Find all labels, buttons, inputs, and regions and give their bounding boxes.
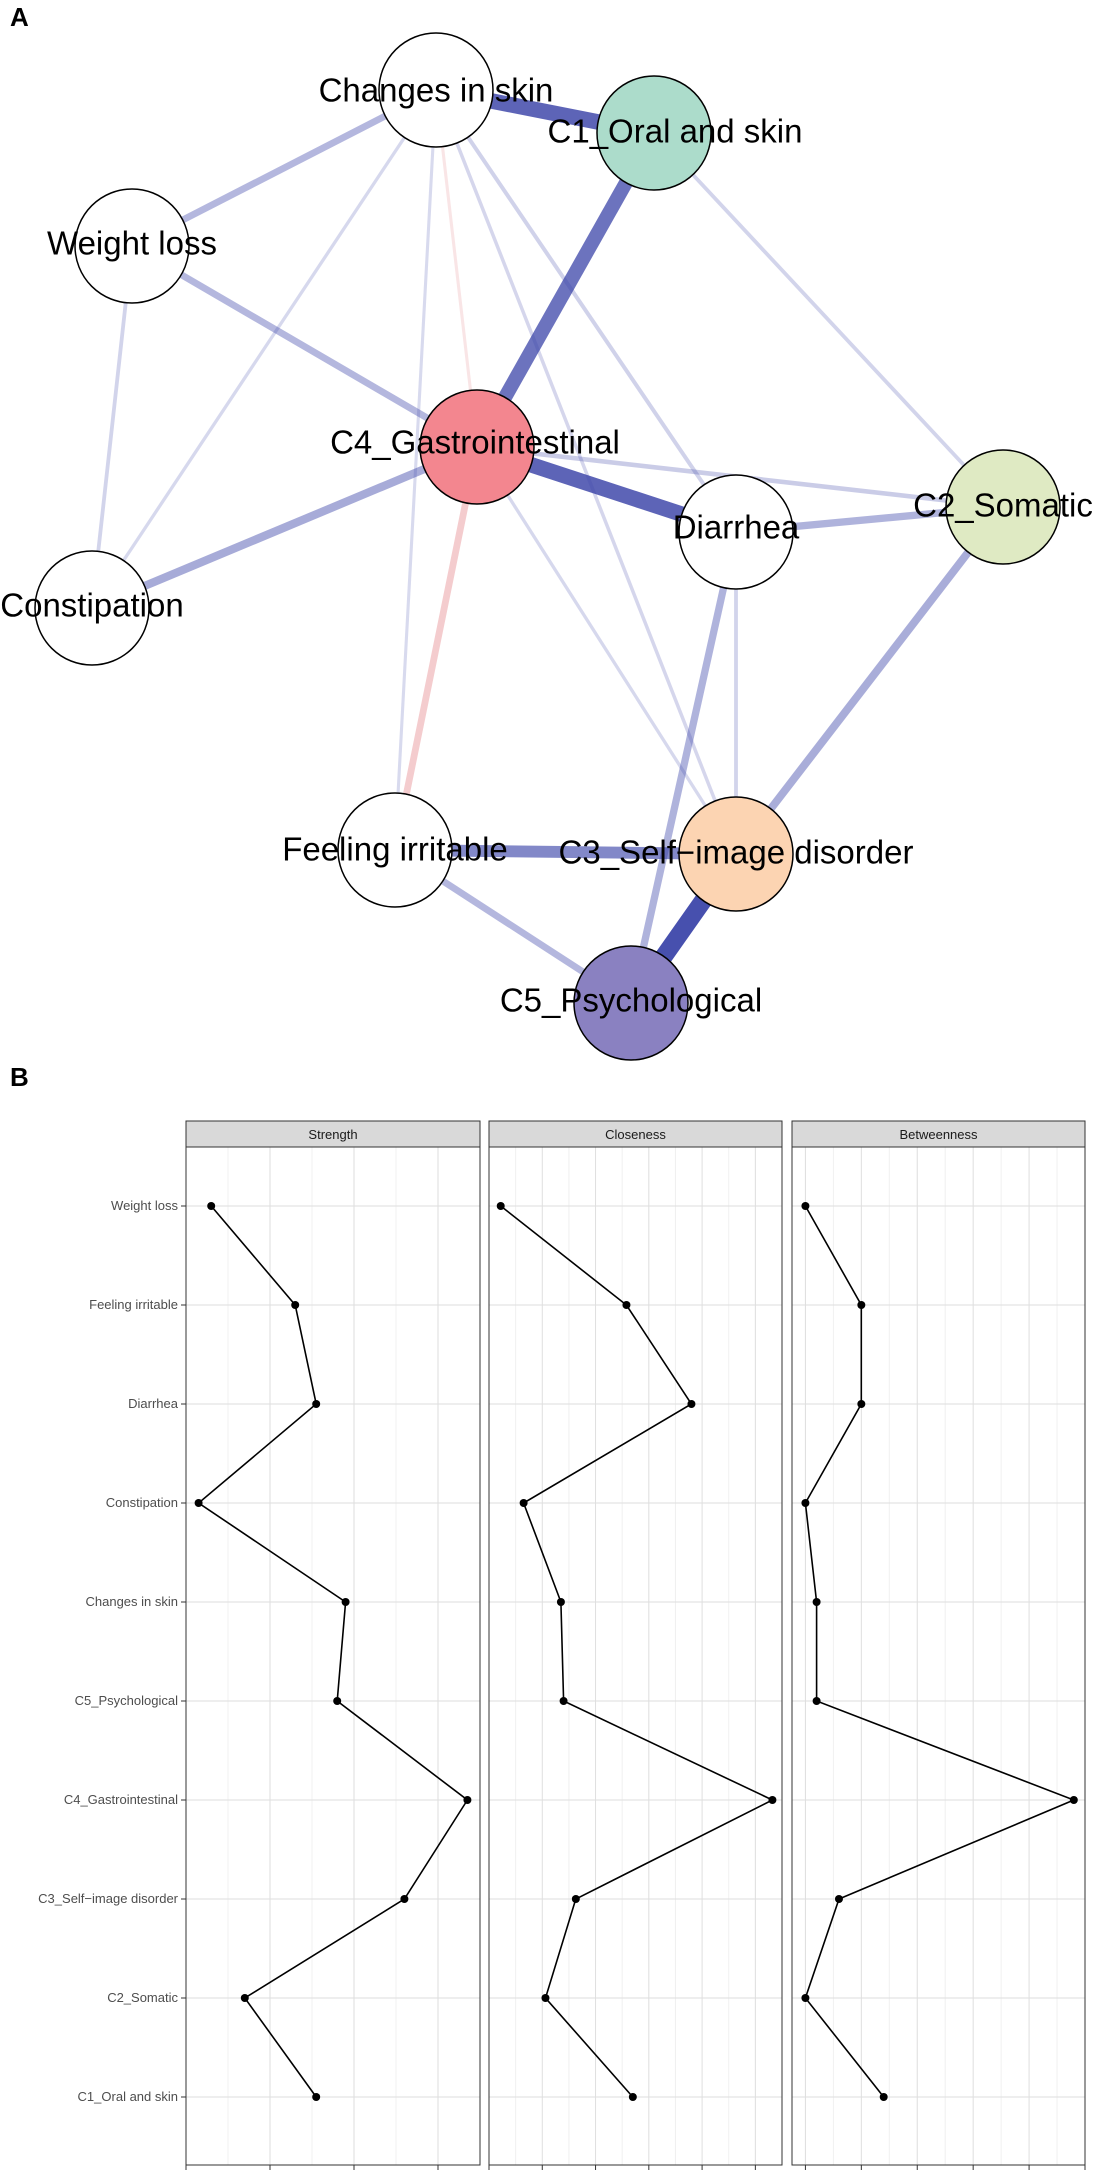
data-point	[857, 1301, 866, 1309]
series-line-strength	[197, 1205, 469, 2098]
node-c3[interactable]	[678, 796, 794, 912]
edge-wl-c4	[130, 243, 479, 450]
facet-strip-label: Strength	[308, 1127, 357, 1142]
node-c5[interactable]	[573, 945, 689, 1061]
panel-label-a: A	[10, 2, 29, 32]
node-label-c1: C1_Oral and skin	[548, 113, 803, 150]
facet-border	[185, 1146, 481, 2166]
node-label-wl: Weight loss	[47, 225, 217, 262]
data-point	[312, 1400, 321, 1408]
edge-skin-c3	[434, 89, 738, 855]
data-point	[571, 1895, 580, 1903]
edge-c2-c3	[732, 504, 1007, 857]
data-point	[628, 2093, 637, 2101]
node-skin[interactable]	[378, 32, 494, 148]
node-label-c5: C5_Psychological	[500, 982, 762, 1019]
facet-strength: Strength0.20.40.60.8	[185, 1120, 481, 2170]
data-point	[519, 1499, 528, 1507]
series-line-betweenness	[804, 1205, 1076, 2098]
edge-c1-c4	[470, 129, 661, 451]
facet-strip	[791, 1120, 1086, 1148]
centrality-plot: C1_Oral and skin C2_Somatic C3_Self−image …	[38, 1120, 1086, 2170]
node-label-c4: C4_Gastrointestinal	[330, 424, 620, 461]
data-point	[687, 1400, 696, 1408]
node-c1[interactable]	[596, 75, 712, 191]
edge-skin-c4	[434, 89, 479, 448]
ytick-label: C1_Oral and skin	[78, 2089, 178, 2104]
ytick-label: C5_Psychological	[75, 1693, 178, 1708]
facet-background	[186, 1147, 480, 2165]
facet-strip-label: Betweenness	[899, 1127, 978, 1142]
edge-c4-con	[90, 443, 479, 612]
data-point	[622, 1301, 631, 1309]
ytick-label: C3_Self−image disorder	[38, 1891, 178, 1906]
ytick-label: Weight loss	[111, 1198, 178, 1213]
data-point	[559, 1697, 568, 1705]
data-point	[400, 1895, 409, 1903]
edge-skin-dia	[434, 88, 738, 534]
facet-background	[792, 1147, 1085, 2165]
data-point	[463, 1796, 472, 1804]
data-point	[541, 1994, 550, 2002]
ytick-label: Constipation	[106, 1495, 178, 1510]
data-point	[801, 1994, 810, 2002]
data-point	[768, 1796, 777, 1804]
network-nodes	[34, 32, 1061, 1061]
data-point	[1069, 1796, 1078, 1804]
facet-betweenness: Betweenness0510152025	[791, 1120, 1086, 2170]
facet-closeness: Closeness0.0060.0070.0080.0090.0100.011	[488, 1120, 783, 2170]
panel-label-b: B	[10, 1062, 29, 1092]
data-point	[312, 2093, 321, 2101]
node-dia[interactable]	[678, 474, 794, 590]
edge-skin-con	[90, 89, 438, 609]
edge-wl-con	[90, 245, 134, 609]
facet-strip-label: Closeness	[605, 1127, 666, 1142]
data-point	[207, 1202, 216, 1210]
node-con[interactable]	[34, 550, 150, 666]
node-label-con: Constipation	[0, 587, 183, 624]
node-label-c2: C2_Somatic	[913, 487, 1093, 524]
node-wl[interactable]	[74, 188, 190, 304]
ytick-label: Changes in skin	[86, 1594, 179, 1609]
facet-strip	[185, 1120, 481, 1148]
facet-strip	[488, 1120, 783, 1148]
ytick-label: Feeling irritable	[89, 1297, 178, 1312]
edge-skin-fi	[393, 89, 438, 851]
data-point	[291, 1301, 300, 1309]
data-point	[194, 1499, 203, 1507]
node-fi[interactable]	[337, 792, 453, 908]
edge-c1-c2	[652, 131, 1005, 509]
data-point	[812, 1697, 821, 1705]
edge-dia-c5	[627, 531, 740, 1004]
ytick-label: Diarrhea	[128, 1396, 179, 1411]
facet-border	[791, 1146, 1086, 2166]
node-c4[interactable]	[419, 389, 535, 505]
node-label-dia: Diarrhea	[673, 509, 800, 546]
data-point	[333, 1697, 342, 1705]
data-point	[812, 1598, 821, 1606]
facet-border	[488, 1146, 783, 2166]
data-point	[801, 1499, 810, 1507]
data-point	[879, 2093, 888, 2101]
data-point	[834, 1895, 843, 1903]
data-point	[556, 1598, 565, 1606]
data-point	[496, 1202, 505, 1210]
node-label-fi: Feeling irritable	[282, 831, 508, 868]
data-point	[801, 1202, 810, 1210]
edge-c4-fi	[391, 446, 481, 851]
data-point	[341, 1598, 350, 1606]
ytick-label: C4_Gastrointestinal	[64, 1792, 178, 1807]
ytick-label: C2_Somatic	[107, 1990, 178, 2005]
node-c2[interactable]	[945, 449, 1061, 565]
edge-c4-c3	[475, 446, 738, 855]
node-label-skin: Changes in skin	[319, 72, 554, 109]
node-label-c3: C3_Self−image disorder	[559, 834, 914, 871]
data-point	[857, 1400, 866, 1408]
facet-background	[489, 1147, 782, 2165]
data-point	[240, 1994, 249, 2002]
series-line-closeness	[500, 1205, 775, 2098]
